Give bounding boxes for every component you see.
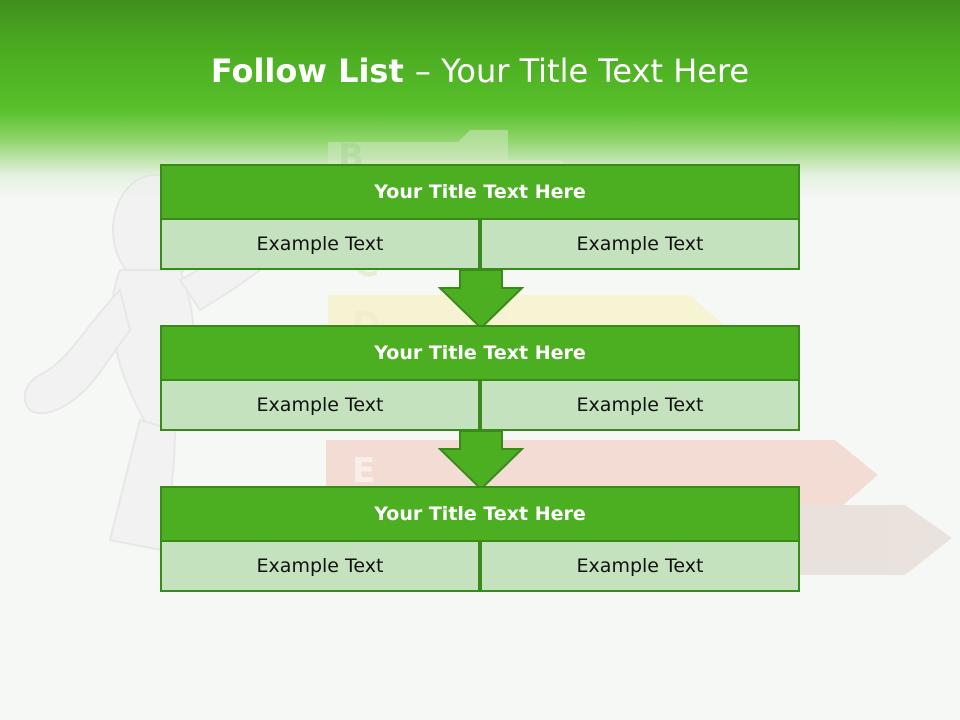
list-block-3: Your Title Text Here Example Text Exampl… [160, 486, 800, 592]
slide-title: Follow List – Your Title Text Here [0, 52, 960, 90]
block-cell-left: Example Text [160, 381, 480, 431]
block-row: Example Text Example Text [160, 220, 800, 270]
slide-title-bold: Follow List [210, 52, 415, 90]
list-block-1: Your Title Text Here Example Text Exampl… [160, 164, 800, 270]
block-title: Your Title Text Here [160, 325, 800, 381]
block-title: Your Title Text Here [160, 164, 800, 220]
block-cell-right: Example Text [480, 542, 800, 592]
slide-title-rest: – Your Title Text Here [414, 52, 750, 90]
block-cell-right: Example Text [480, 220, 800, 270]
down-arrow-icon [438, 269, 524, 330]
block-row: Example Text Example Text [160, 381, 800, 431]
rating-letter-e: E [352, 451, 375, 491]
list-block-2: Your Title Text Here Example Text Exampl… [160, 325, 800, 431]
block-cell-right: Example Text [480, 381, 800, 431]
rating-bar-b [328, 130, 508, 160]
block-cell-left: Example Text [160, 220, 480, 270]
block-cell-left: Example Text [160, 542, 480, 592]
down-arrow-icon [438, 430, 524, 491]
block-title: Your Title Text Here [160, 486, 800, 542]
block-row: Example Text Example Text [160, 542, 800, 592]
